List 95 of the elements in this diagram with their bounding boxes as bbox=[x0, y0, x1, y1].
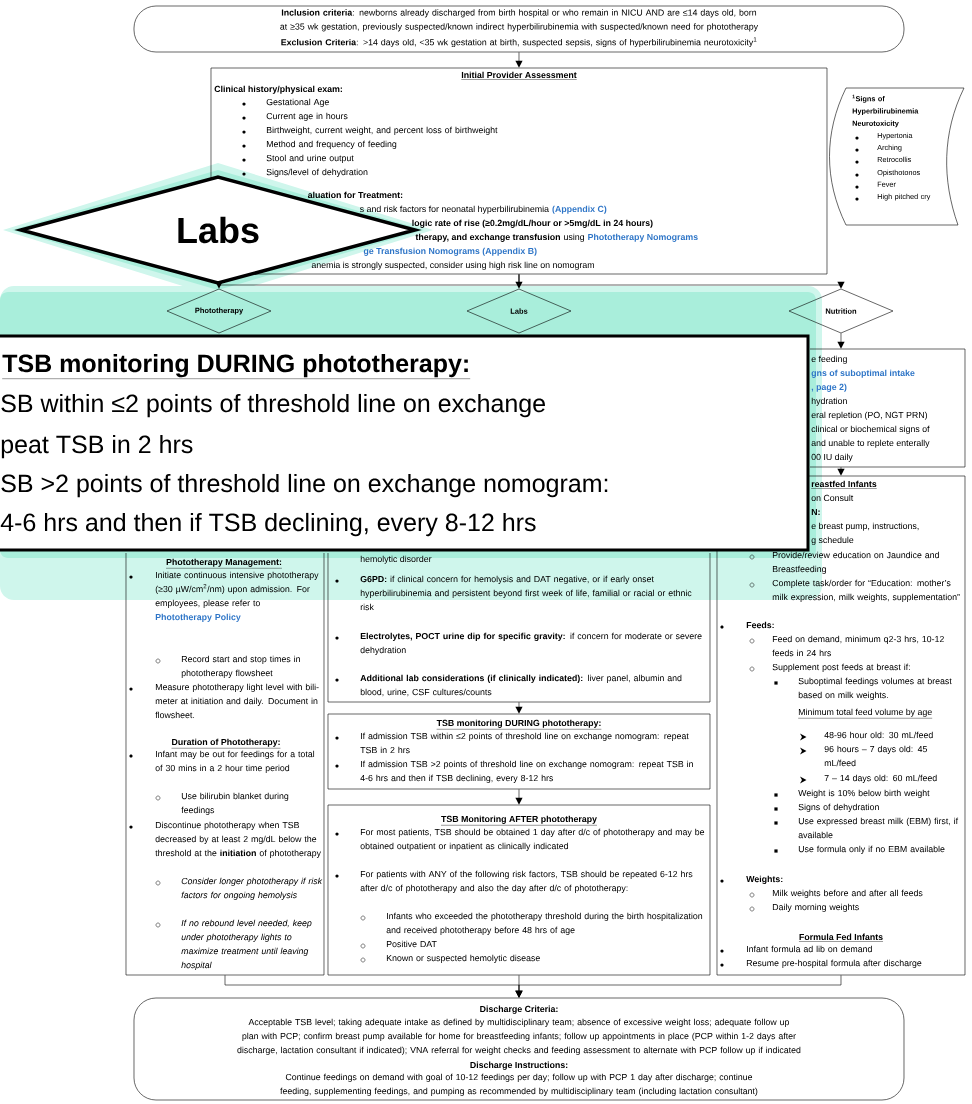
text-fragment: e breast pump, instructions, bbox=[811, 522, 919, 531]
bullet-text: Use expressed breast milk (EBM) first, if available bbox=[798, 817, 959, 839]
bullet-text: For most patients, TSB should be obtained 1 day after d/c of phototherapy and may be obtained outpatient or inpatient as clinically indicated bbox=[360, 828, 705, 851]
process-box bbox=[327, 552, 711, 703]
bullet-text: Infant formula ad lib on demand bbox=[747, 945, 872, 953]
text-fragment: using bbox=[564, 233, 584, 242]
bullet-text: Positive DAT bbox=[386, 940, 437, 948]
bullet-text: G6PD: if clinical concern for hemolysis and DAT negative, or if early onset hyperbilirubinemia and persistent beyond first week of life, familial or racial or ethnic risk bbox=[360, 575, 692, 611]
bullet-text: Current age in hours bbox=[266, 112, 348, 121]
heading: Initial Provider Assessment bbox=[461, 71, 577, 80]
bullet-text: Signs of dehydration bbox=[798, 803, 879, 812]
bullet-text: Infants who exceeded the phototherapy threshold during the birth hospitalization and received phototherapy before 48 hrs of age bbox=[386, 912, 703, 935]
bullet-text: Resume pre-hospital formula after discharge bbox=[746, 959, 922, 968]
bullet-text: Daily morning weights bbox=[772, 903, 859, 912]
bullet-text: Initiate continuous intensive phototherapy (≥30 µW/cm$^{2}$/nm) upon admission. For employees, please refer to bbox=[155, 571, 319, 608]
heading: Duration of Phototherapy: bbox=[171, 738, 281, 749]
bullet-text: 96 hours – 7 days old: 45 mL/feed bbox=[824, 745, 927, 767]
paragraph: Inclusion criteria: newborns already discharged from birth hospital or who remain in NICU AND are ≤14 days old, born at ≥35 wk gestation, previously suspected/known indirect hyperbilirubinemia with suspected/known need for phototherapy bbox=[280, 9, 759, 32]
bullet-text: Birthweight, current weight, and percent loss of birthweight bbox=[266, 126, 498, 135]
link-text: (Appendix C) bbox=[552, 205, 607, 214]
bullet-text: If no rebound level needed, keep under phototherapy lights to maximize treatment until leaving hospital bbox=[181, 919, 312, 970]
text-fragment: Clinical history/physical exam: bbox=[214, 85, 342, 94]
heading: Phototherapy Management: bbox=[165, 558, 283, 569]
bullet-text: 48-96 hour old: 30 mL/feed bbox=[824, 731, 933, 739]
link-text: Phototherapy Policy bbox=[155, 613, 241, 622]
link-text: Phototherapy Nomograms bbox=[588, 233, 698, 242]
text-fragment: hydration bbox=[811, 397, 847, 406]
bullet-text: Stool and urine output bbox=[266, 154, 354, 163]
text-fragment: e feeding bbox=[811, 355, 847, 364]
bullet-text: Provide/review education on Jaundice and Breastfeeding bbox=[772, 551, 939, 574]
link-text: , page 2) bbox=[811, 383, 847, 392]
bullet-text: Use formula only if no EBM available bbox=[798, 845, 945, 854]
text-fragment: TSB monitoring DURING phototherapy: bbox=[2, 353, 471, 379]
text-fragment: clinical or biochemical signs of bbox=[811, 425, 930, 434]
bullet-text: Suboptimal feedings volumes at breast based on milk weights. bbox=[798, 677, 952, 700]
bullet-text: Supplement post feeds at breast if: bbox=[772, 663, 910, 672]
bullet-text: Use bilirubin blanket during feedings bbox=[181, 792, 289, 815]
process-box bbox=[716, 475, 966, 976]
text-fragment: g schedule bbox=[811, 536, 854, 545]
paragraph: Continue feedings on demand with goal of 10-12 feedings per day; follow up with PCP 1 day after discharge; continue feeding, supplementing feedings, and pumping as recommended by multidisciplinary team (including lactation consultant) bbox=[280, 1073, 758, 1096]
heading: TSB monitoring DURING phototherapy: bbox=[436, 719, 602, 730]
text-fragment: on Consult bbox=[811, 494, 854, 502]
bullet-text: Signs/level of dehydration bbox=[266, 168, 368, 177]
arrow bbox=[837, 332, 845, 349]
text-fragment: 00 IU daily bbox=[811, 453, 853, 462]
magnified-callout bbox=[0, 334, 810, 552]
text-fragment: hemolytic disorder bbox=[360, 555, 432, 564]
arrow bbox=[518, 274, 845, 289]
paragraph: Acceptable TSB level; taking adequate intake as defined by multidisciplinary team; absence of excessive weight loss; adequate follow up plan with PCP; confirm breast pump available for home for breastfeeding infants; follow up appointments in place (PCP within 1-2 days after discharge, lactation consultant if indicated); VNA referral for weight checks and feeding assessment to alternate with PCP follow up if indicated bbox=[237, 1018, 801, 1055]
arrow bbox=[837, 466, 845, 476]
bullet-text: Gestational Age bbox=[266, 98, 329, 107]
bullet-text: Electrolytes, POCT urine dip for specific gravity: if concern for moderate or severe dehydration bbox=[360, 632, 702, 655]
process-box bbox=[327, 713, 711, 790]
bullet-text: Record start and stop times in phototherapy flowsheet bbox=[181, 655, 300, 678]
process-box bbox=[327, 804, 711, 976]
text-fragment: SB >2 points of threshold line on exchange nomogram: bbox=[1, 473, 608, 498]
text-fragment: reastfed Infants bbox=[811, 480, 877, 489]
bullet-text: Feed on demand, minimum q2-3 hrs, 10-12 feeds in 24 hrs bbox=[772, 635, 944, 657]
bullet-text: Consider longer phototherapy if risk factors for ongoing hemolysis bbox=[181, 877, 323, 900]
paragraph: Exclusion Criteria: >14 days old, <35 wk gestation at birth, suspected sepsis, signs of hyperbilirubinemia neurotoxicity$^{1}$ bbox=[281, 37, 757, 48]
bullet-text: If admission TSB within ≤2 points of threshold line on exchange nomogram: repeat TSB in 2 hrs bbox=[360, 732, 689, 754]
bullet-text: Known or suspected hemolytic disease bbox=[386, 954, 540, 963]
bullet-text: Additional lab considerations (if clinically indicated): liver panel, albumin and blood, urine, CSF cultures/counts bbox=[360, 674, 682, 697]
text-fragment: SB within ≤2 points of threshold line on exchange bbox=[1, 393, 545, 418]
arrow bbox=[515, 789, 523, 805]
text-fragment: aluation for Treatment: bbox=[307, 191, 403, 199]
link-text: gns of suboptimal intake bbox=[811, 369, 915, 378]
arrow bbox=[515, 701, 523, 714]
arrow bbox=[515, 975, 842, 998]
text-fragment: eral repletion (PO, NGT PRN) bbox=[811, 411, 927, 420]
bullet-text: Measure phototherapy light level with bili-meter at initiation and daily. Document in flowsheet. bbox=[155, 683, 319, 719]
bullet-text: Weight is 10% below birth weight bbox=[798, 789, 930, 798]
text-fragment: Minimum total feed volume by age bbox=[798, 708, 933, 719]
bullet-text: Milk weights before and after all feeds bbox=[772, 889, 923, 898]
process-box bbox=[809, 348, 966, 468]
text-fragment: and unable to replete enterally bbox=[811, 439, 930, 448]
heading: Discharge Criteria: bbox=[480, 1005, 558, 1014]
footnote-banner bbox=[829, 87, 965, 226]
heading: TSB Monitoring AFTER phototherapy bbox=[440, 815, 598, 826]
text-fragment: peat TSB in 2 hrs bbox=[1, 434, 193, 459]
bullet-text: For patients with ANY of the following risk factors, TSB should be repeated 6-12 hrs after d/c of phototherapy and also the day after d/c of phototherapy: bbox=[360, 870, 693, 893]
process-box bbox=[125, 552, 325, 976]
text-fragment: 4-6 hrs and then if TSB declining, every 8-12 hrs bbox=[0, 512, 536, 537]
bullet-text: Feeds: bbox=[746, 621, 774, 629]
heading: Formula Fed Infants bbox=[798, 933, 884, 942]
bullet-text: Complete task/order for “Education: mother’s milk expression, milk weights, supplementation” bbox=[772, 579, 960, 602]
bullet-text: Discontinue phototherapy when TSB decreased by at least 2 mg/dL below the threshold at the initiation of phototherapy bbox=[155, 821, 321, 858]
arrow bbox=[515, 52, 523, 68]
text-fragment: N: bbox=[811, 508, 820, 515]
bullet-text: If admission TSB >2 points of threshold line on exchange nomogram: repeat TSB in 4-6 hrs and then if TSB declining, every 8-12 hrs bbox=[360, 760, 693, 783]
bullet-text: Infant may be out for feedings for a total of 30 mins in a 2 hour time period bbox=[155, 750, 315, 773]
bullet-text: Method and frequency of feeding bbox=[266, 140, 397, 149]
heading: Discharge Instructions: bbox=[470, 1061, 568, 1070]
bullet-text: 7 – 14 days old: 60 mL/feed bbox=[824, 774, 937, 783]
bullet-text: Weights: bbox=[746, 875, 783, 884]
